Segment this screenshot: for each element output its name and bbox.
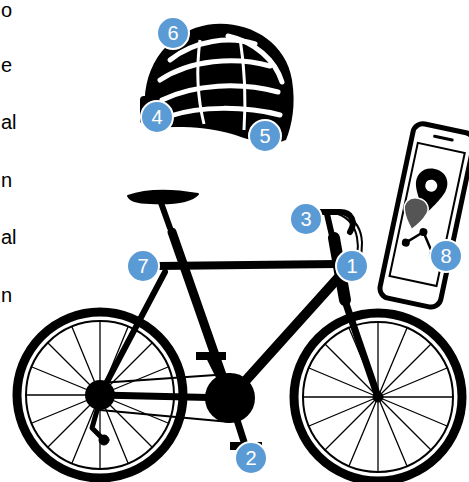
side-text-fragment: al: [1, 227, 17, 247]
side-text-fragment: al: [1, 112, 17, 132]
callout-circle: 4: [140, 100, 174, 134]
callout-circle: 2: [234, 441, 268, 475]
callout-circle: 5: [248, 119, 282, 153]
callout-number: 1: [346, 256, 357, 276]
callout-number: 2: [245, 448, 256, 468]
callout-number: 3: [300, 209, 311, 229]
callout-circle: 7: [126, 249, 160, 283]
side-text-fragment: n: [1, 170, 12, 190]
callout-number: 4: [151, 107, 162, 127]
callout-number: 7: [137, 256, 148, 276]
callout-number: 8: [440, 246, 451, 266]
callout-number: 6: [167, 23, 178, 43]
side-text-fragment: o: [1, 0, 12, 20]
callout-circle: 6: [156, 16, 190, 50]
callout-circle: 1: [335, 249, 369, 283]
callout-circle: 8: [429, 239, 463, 273]
callout-number: 5: [259, 126, 270, 146]
callout-circle: 3: [289, 202, 323, 236]
side-text-fragment: n: [1, 285, 12, 305]
side-text-fragment: e: [1, 55, 12, 75]
smartphone: [378, 122, 469, 309]
